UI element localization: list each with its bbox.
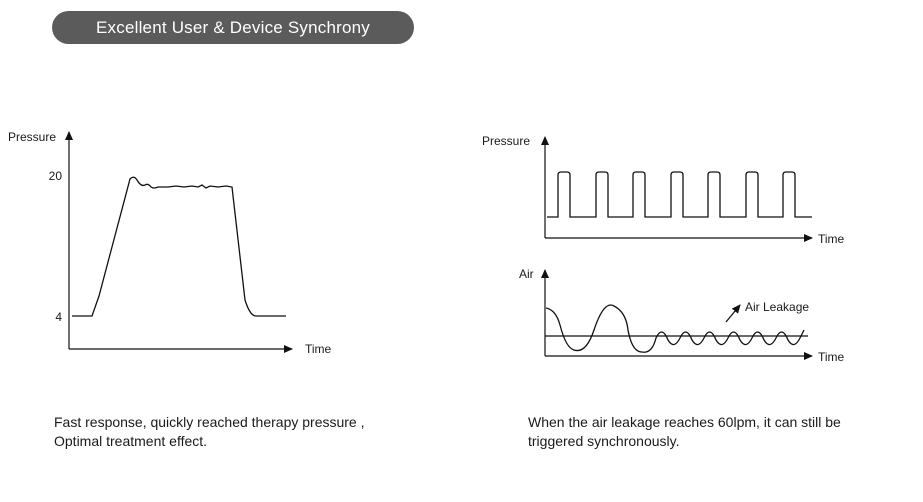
left-caption-line1: Fast response, quickly reached therapy p… (54, 414, 365, 430)
left-x-axis-label: Time (305, 342, 332, 356)
air-leakage-pointer (725, 304, 741, 323)
right-caption: When the air leakage reaches 60lpm, it c… (528, 413, 920, 451)
air-leakage-label: Air Leakage (745, 300, 809, 314)
left-tick-4: 4 (55, 310, 62, 324)
left-caption: Fast response, quickly reached therapy p… (54, 413, 474, 451)
right-bottom-x-axis-label: Time (818, 350, 845, 364)
right-bottom-y-axis-label: Air (519, 267, 534, 281)
section-title-pill: Excellent User & Device Synchrony (52, 11, 414, 44)
left-tick-20: 20 (49, 169, 63, 183)
left-caption-line2: Optimal treatment effect. (54, 433, 208, 449)
right-top-y-axis-label: Pressure (482, 134, 530, 148)
section-title: Excellent User & Device Synchrony (96, 18, 370, 37)
right-caption-line2: triggered synchronously. (528, 433, 680, 449)
left-y-axis-label: Pressure (8, 130, 56, 144)
right-pressure-chart: Pressure Time (482, 134, 845, 246)
right-top-x-axis-label: Time (818, 232, 845, 246)
air-flow-wave (545, 304, 805, 353)
left-pressure-curve (72, 176, 286, 317)
left-pressure-chart: Pressure Time 20 4 (8, 130, 332, 356)
right-air-chart: Air Time Air Leakage (519, 267, 845, 364)
right-pressure-square-wave (547, 171, 812, 218)
right-caption-line1: When the air leakage reaches 60lpm, it c… (528, 414, 841, 430)
